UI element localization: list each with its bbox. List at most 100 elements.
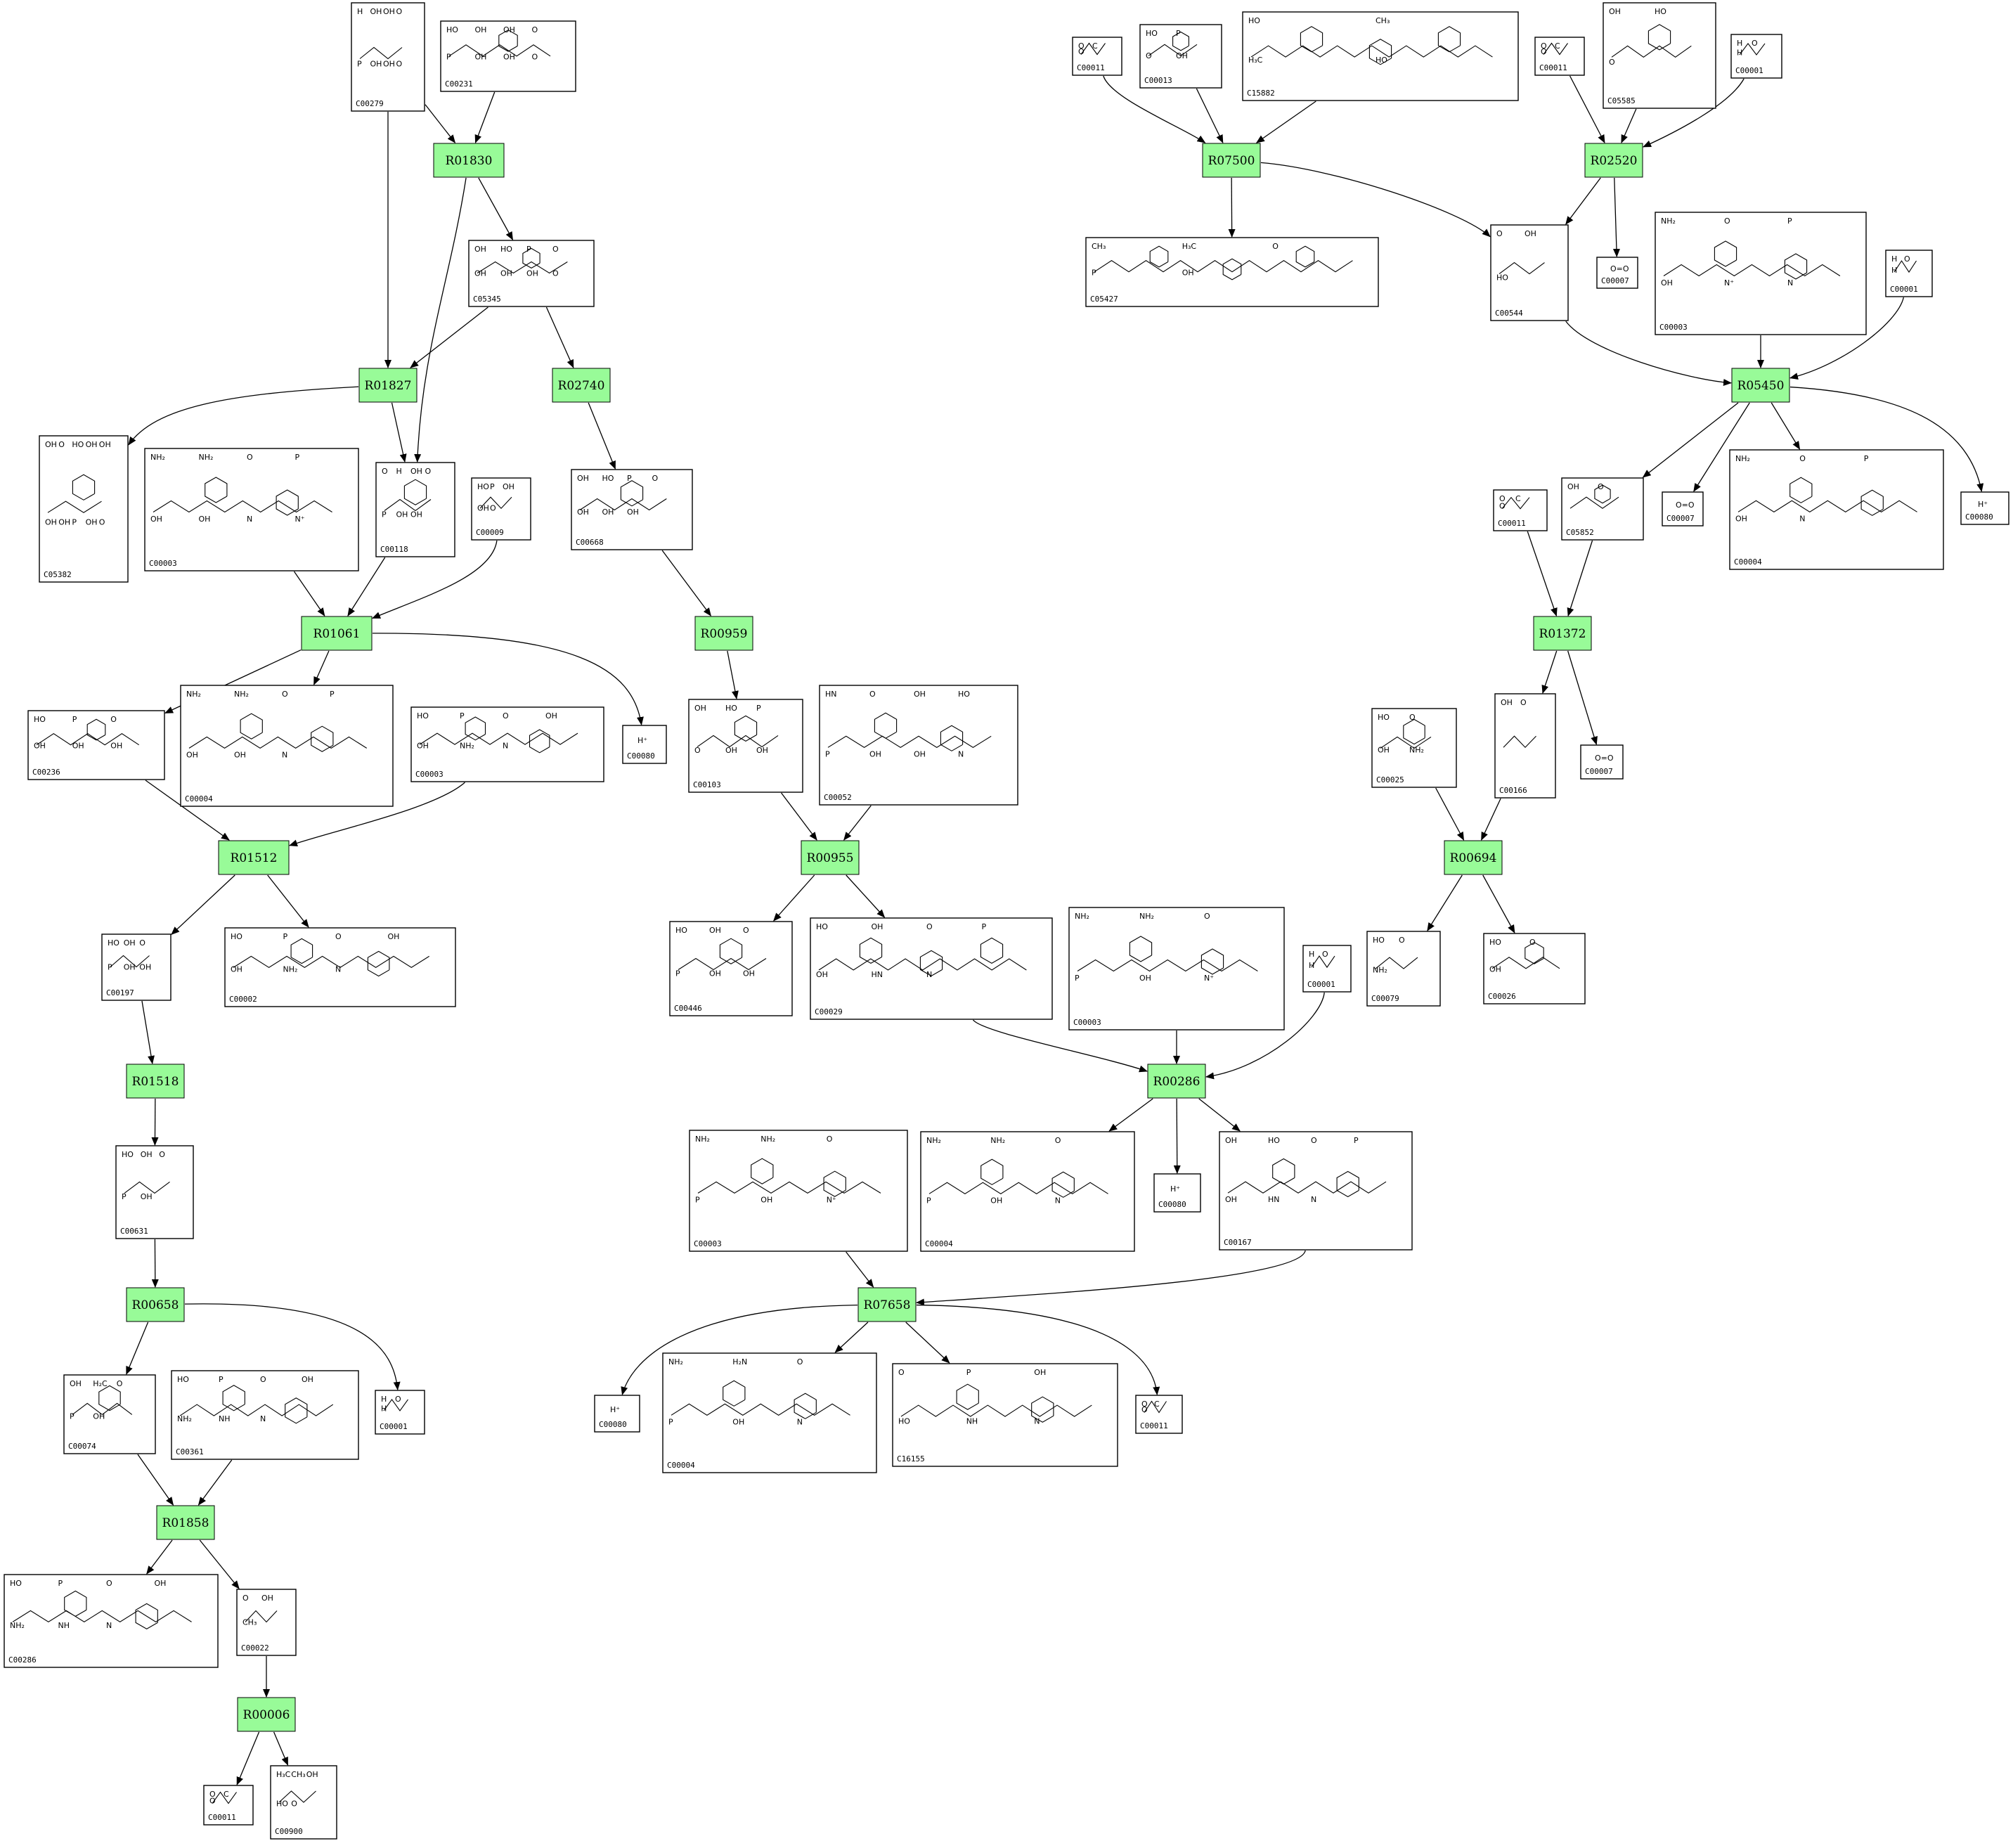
reaction-node-r9[interactable]: R00658 [126, 1287, 185, 1322]
compound-box [688, 699, 803, 793]
atom-label: OH [709, 969, 721, 978]
reaction-node-r1[interactable]: R01830 [433, 143, 505, 178]
reaction-node-r10[interactable]: R01858 [156, 1505, 215, 1540]
edge-c40-r13 [1569, 75, 1605, 143]
atom-label: O [532, 53, 538, 62]
compound-node-c24[interactable]: H⁺C00080 [1153, 1173, 1201, 1213]
atom-label: OH [709, 926, 721, 935]
reaction-node-r11[interactable]: R00006 [237, 1697, 296, 1732]
reaction-node-r2[interactable]: R01827 [358, 368, 418, 403]
atom-label: O [1141, 1405, 1148, 1414]
reaction-node-r17[interactable]: R00286 [1147, 1064, 1206, 1099]
compound-box [1490, 224, 1569, 321]
reaction-node-r15[interactable]: R01372 [1533, 616, 1592, 651]
reaction-node-r16[interactable]: R00694 [1444, 840, 1503, 875]
reaction-node-r7[interactable]: R00955 [801, 840, 860, 875]
compound-box [39, 435, 129, 583]
compound-id-label: C00026 [1488, 992, 1516, 1001]
atom-label: P [627, 474, 632, 483]
atom-label: O [694, 746, 701, 755]
reaction-id-label: R01830 [446, 154, 493, 168]
compound-id-label: C00011 [1077, 63, 1105, 72]
atom-label: HO [10, 1579, 22, 1588]
compound-node-c52[interactable]: H⁺C00080 [1960, 491, 2009, 525]
reaction-node-r6[interactable]: R01512 [218, 840, 290, 875]
compound-node-c12[interactable]: H⁺C00080 [622, 725, 667, 764]
atom-label: P [756, 704, 761, 713]
atom-label: O [1609, 58, 1615, 67]
edge-c49-r15 [1567, 540, 1593, 616]
atom-label: HO [177, 1375, 189, 1384]
atom-label: HO [1489, 938, 1501, 947]
structure-bonds [1311, 955, 1335, 969]
atom-label: OH [990, 1196, 1002, 1205]
compound-node-c29[interactable]: H⁺C00080 [594, 1395, 640, 1433]
reaction-node-r4[interactable]: R01061 [301, 616, 373, 651]
reaction-node-r12[interactable]: R07500 [1202, 143, 1261, 178]
reaction-node-r8[interactable]: R01518 [126, 1064, 185, 1099]
atom-label: CH₃ [1376, 16, 1390, 25]
reaction-node-r14[interactable]: R05450 [1731, 368, 1790, 403]
reaction-node-r5[interactable]: R00959 [694, 616, 753, 651]
compound-box [810, 917, 1053, 1020]
reaction-node-r3[interactable]: R02740 [552, 368, 611, 403]
edge-c14-r7 [843, 805, 872, 841]
reaction-node-r18[interactable]: R07658 [857, 1287, 917, 1322]
atom-label: O [1752, 39, 1758, 48]
reaction-node-r13[interactable]: R02520 [1584, 143, 1643, 178]
